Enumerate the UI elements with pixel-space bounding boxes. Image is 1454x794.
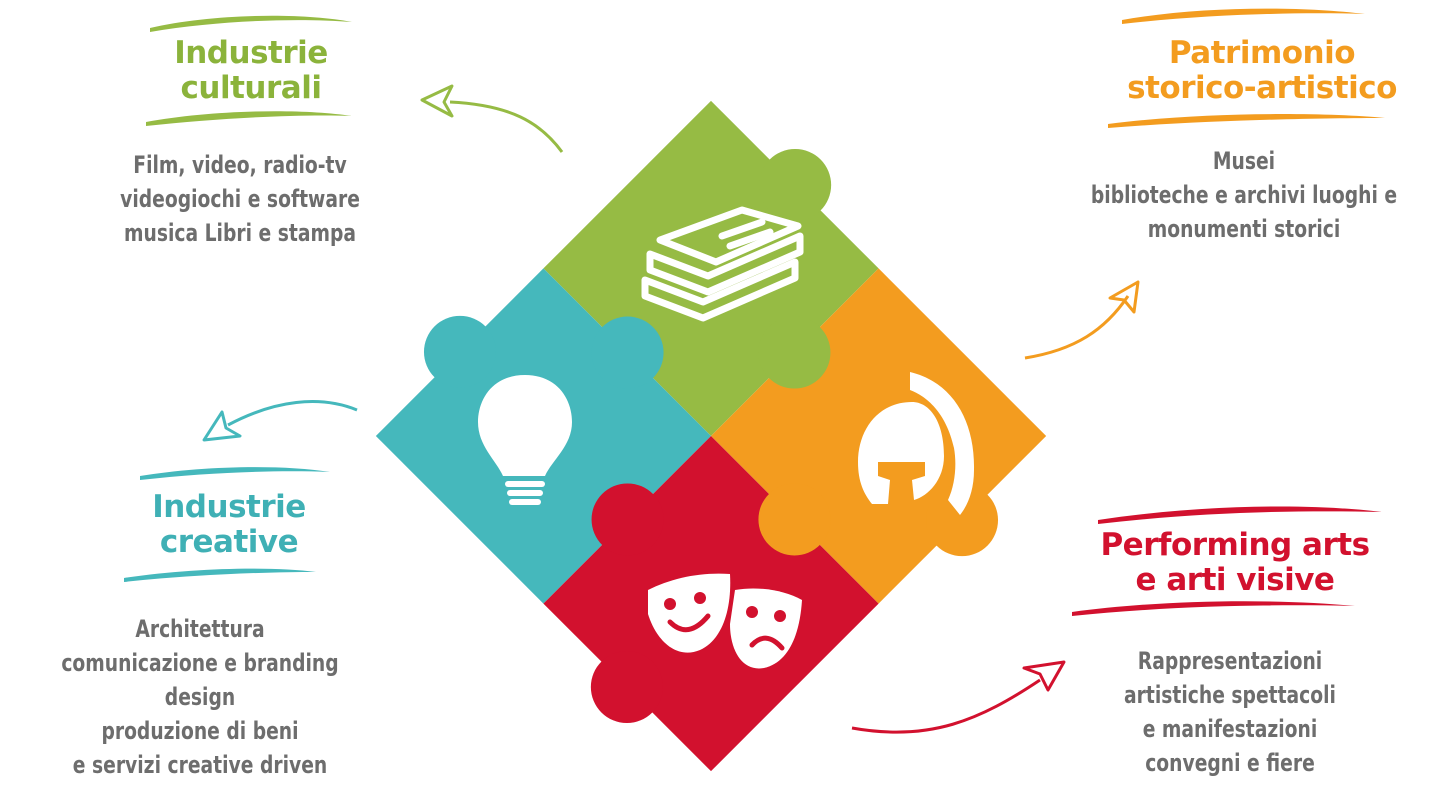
creative-title: Industrie creative (124, 490, 334, 560)
cultural-item: videogiochi e software (120, 185, 360, 213)
cultural-title-line: culturali (180, 70, 322, 106)
performing-item: artistiche spettacoli (1124, 681, 1336, 709)
arrow-heritage (1024, 280, 1140, 360)
performing-item: Rappresentazioni (1137, 647, 1323, 675)
heritage-title-line: Patrimonio (1168, 35, 1356, 71)
performing-items: Rappresentazioni artistiche spettacoli e… (1040, 644, 1420, 780)
arrow-performing (851, 660, 1066, 734)
creative-item: e servizi creative driven (72, 751, 328, 779)
section-heritage: Patrimonio storico-artistico (1112, 36, 1412, 106)
creative-items: Architettura comunicazione e branding de… (0, 612, 410, 782)
theater-masks-icon (648, 573, 802, 669)
swoosh-creative (124, 467, 330, 582)
cultural-title: Industrie culturali (145, 36, 357, 106)
heritage-title: Patrimonio storico-artistico (1112, 36, 1412, 106)
heritage-items: Musei biblioteche e archivi luoghi e mon… (1024, 144, 1454, 246)
cultural-items: Film, video, radio-tv videogiochi e soft… (30, 148, 450, 250)
section-cultural: Industrie culturali (145, 36, 357, 106)
creative-desc: Architettura comunicazione e branding de… (36, 612, 364, 782)
swoosh-cultural (146, 15, 352, 126)
heritage-item: biblioteche e archivi luoghi e (1090, 181, 1398, 209)
heritage-item: Musei (1212, 147, 1276, 175)
creative-item: Architettura (135, 615, 265, 643)
creative-title-line: Industrie (152, 489, 306, 525)
swoosh-performing (1072, 506, 1382, 616)
cultural-desc: Film, video, radio-tv videogiochi e soft… (76, 148, 404, 250)
section-performing: Performing arts e arti visive (1080, 528, 1390, 598)
arrow-creative (202, 400, 358, 442)
performing-item: e manifestazioni (1142, 715, 1318, 743)
light-bulb-icon (478, 375, 572, 505)
heritage-title-line: storico-artistico (1127, 70, 1397, 106)
creative-item: design (164, 683, 236, 711)
creative-title-line: creative (159, 524, 299, 560)
cultural-item: Film, video, radio-tv (133, 151, 347, 179)
heritage-desc: Musei biblioteche e archivi luoghi e mon… (1072, 144, 1415, 246)
swoosh-heritage (1108, 8, 1385, 128)
creative-item: produzione di beni (101, 717, 299, 745)
cultural-title-line: Industrie (174, 35, 328, 71)
spartan-helmet-icon (858, 372, 975, 515)
books-icon (641, 206, 804, 322)
performing-title-line: Performing arts (1100, 527, 1370, 563)
heritage-item: monumenti storici (1147, 215, 1341, 243)
performing-desc: Rappresentazioni artistiche spettacoli e… (1082, 644, 1378, 780)
section-creative: Industrie creative (124, 490, 334, 560)
performing-item: convegni e fiere (1145, 749, 1315, 777)
arrow-cultural (420, 84, 564, 153)
performing-title: Performing arts e arti visive (1080, 528, 1390, 598)
cultural-item: musica Libri e stampa (123, 219, 357, 247)
performing-title-line: e arti visive (1135, 562, 1335, 598)
creative-item: comunicazione e branding (61, 649, 339, 677)
